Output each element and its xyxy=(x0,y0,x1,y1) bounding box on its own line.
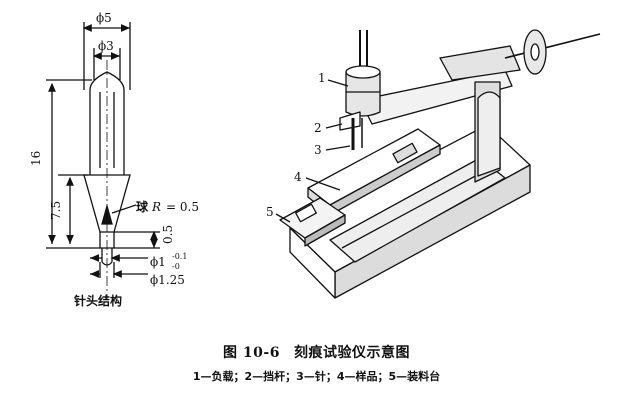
dim-tip-dia-label: ϕ1 xyxy=(150,255,166,269)
figure-title: 刻痕试验仪示意图 xyxy=(293,345,410,361)
label-5: 5 xyxy=(266,205,274,219)
needle-head-drawing xyxy=(46,22,160,300)
dim-shoulder-label: ϕ1.25 xyxy=(150,273,185,287)
dim-height-label: 16 xyxy=(29,151,43,166)
label-1: 1 xyxy=(318,71,326,85)
ball-r-value: = 0.5 xyxy=(166,200,199,214)
dim-tip-length-label: 0.5 xyxy=(161,225,175,244)
figure-number: 图 10-6 xyxy=(223,345,280,361)
figure-caption: 图 10-6 刻痕试验仪示意图 xyxy=(0,342,633,362)
dim-cone-label: 7.5 xyxy=(49,201,63,220)
needle-shank xyxy=(89,71,125,175)
stop-rod xyxy=(339,111,361,131)
dim-tip-tol-upper: -0.1 xyxy=(172,252,187,261)
figure-legend: 1—负载；2—挡杆；3—针；4—样品；5—装料台 xyxy=(192,370,441,383)
ball-label: 球 xyxy=(136,199,149,214)
ball-r-symbol: R xyxy=(151,200,161,214)
label-4: 4 xyxy=(294,170,302,184)
dim-inner-label: ϕ3 xyxy=(98,39,114,53)
label-2: 2 xyxy=(314,121,322,135)
dim-tip-tol-lower: -0 xyxy=(172,262,180,271)
scratch-tester-drawing xyxy=(275,29,601,299)
dim-outer-label: ϕ5 xyxy=(96,11,112,25)
label-3: 3 xyxy=(314,143,322,157)
needle-subtitle: 针头结构 xyxy=(74,293,122,308)
